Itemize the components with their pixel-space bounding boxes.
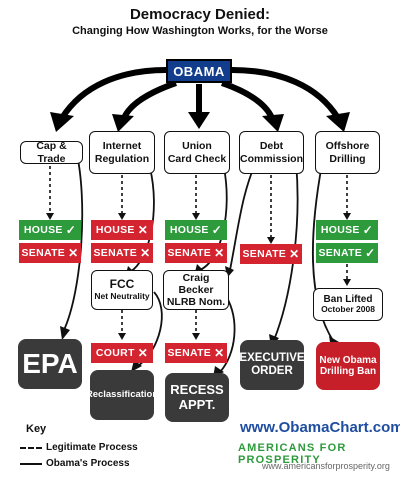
issue-union-card-check: Union Card Check	[164, 131, 230, 174]
becker-label: Craig Becker NLRB Nom.	[166, 271, 226, 309]
x-icon: ✕	[137, 223, 149, 237]
chart-title: Democracy Denied:	[129, 6, 271, 23]
brand-org: AMERICANS FOR PROSPERITY	[238, 442, 347, 466]
recess-label: RECESS APPT.	[170, 381, 224, 412]
check-icon: ✓	[362, 223, 374, 237]
vote-union-senate: SENATE✕	[165, 243, 227, 263]
outcome-reclassification: Reclassification	[86, 370, 158, 420]
dashed-line-swatch	[20, 446, 42, 449]
vote-offshore-senate: SENATE✓	[316, 243, 378, 263]
check-icon: ✓	[211, 223, 223, 237]
fcc-title: FCC	[109, 277, 135, 292]
solid-offshore	[311, 163, 335, 343]
big-arrow-internet	[121, 80, 177, 120]
vote-debt-senate: SENATE✕	[240, 244, 302, 264]
node-ban-lifted: Ban Lifted October 2008	[313, 288, 383, 321]
node-craig-becker: Craig Becker NLRB Nom.	[163, 270, 229, 310]
vote-cap-trade-senate: SENATE✕	[19, 243, 81, 263]
x-icon: ✕	[214, 346, 225, 360]
outcome-epa: EPA	[18, 339, 82, 389]
vote-offshore-house: HOUSE✓	[316, 220, 378, 240]
obama-source-box: OBAMA	[166, 59, 232, 83]
x-icon: ✕	[289, 247, 300, 261]
solid-becker-recess	[219, 295, 236, 373]
vote-union-house: HOUSE✓	[165, 220, 227, 240]
brand-site: www.americansforprosperity.org	[262, 461, 390, 471]
vote-internet-house: HOUSE✕	[91, 220, 153, 240]
x-icon: ✕	[68, 246, 79, 260]
x-icon: ✕	[137, 346, 149, 360]
issue-label: Cap & Trade	[36, 140, 67, 165]
big-arrowhead-cap-trade	[50, 112, 74, 132]
big-arrow-cap-trade	[59, 67, 167, 120]
check-icon: ✓	[65, 223, 77, 237]
ban-lifted-date: October 2008	[321, 304, 375, 315]
chart-subtitle: Changing How Washington Works, for the W…	[72, 25, 328, 37]
executive-order-label: EXECUTIVE ORDER	[239, 351, 305, 377]
vote-internet-senate: SENATE✕	[91, 243, 153, 263]
issue-offshore-drilling: Offshore Drilling	[315, 131, 380, 174]
check-icon: ✓	[365, 246, 376, 260]
big-arrow-debt	[221, 80, 275, 120]
drilling-ban-label: New Obama Drilling Ban	[319, 354, 377, 378]
solid-cap-trade	[63, 149, 84, 331]
big-arrowhead-offshore	[326, 112, 350, 132]
vote-cap-trade-house: HOUSE✓	[19, 220, 81, 240]
key-legitimate: Legitimate Process	[20, 442, 138, 453]
issue-label: Debt Commission	[240, 140, 304, 165]
brand-url: www.ObamaChart.com	[240, 419, 400, 436]
node-fcc: FCC Net Neutrality	[91, 270, 153, 310]
issue-debt-commission: Debt Commission	[239, 131, 304, 174]
ban-lifted-title: Ban Lifted	[323, 293, 373, 305]
key-title: Key	[26, 423, 47, 435]
vote-becker-senate: SENATE✕	[165, 343, 227, 363]
big-arrowhead-union	[188, 112, 210, 129]
solid-line-swatch	[20, 462, 42, 465]
big-arrowhead-internet	[112, 114, 134, 132]
fcc-subtitle: Net Neutrality	[94, 291, 150, 302]
issue-label: Offshore Drilling	[325, 140, 370, 165]
big-arrow-offshore	[231, 67, 341, 120]
key-obama-label: Obama's Process	[46, 458, 130, 469]
issue-cap-trade: Cap & Trade	[20, 140, 83, 165]
issue-internet-regulation: Internet Regulation	[89, 131, 155, 174]
big-arrowhead-debt	[262, 114, 284, 132]
outcome-executive-order: EXECUTIVE ORDER	[239, 340, 305, 390]
outcome-recess-appt: RECESS APPT.	[165, 373, 229, 422]
issue-label: Internet Regulation	[94, 140, 150, 165]
x-icon: ✕	[140, 246, 151, 260]
key-legitimate-label: Legitimate Process	[46, 442, 138, 453]
key-obama: Obama's Process	[20, 458, 130, 469]
vote-court: COURT✕	[91, 343, 153, 363]
issue-label: Union Card Check	[167, 140, 227, 165]
outcome-drilling-ban: New Obama Drilling Ban	[316, 342, 380, 390]
x-icon: ✕	[214, 246, 225, 260]
